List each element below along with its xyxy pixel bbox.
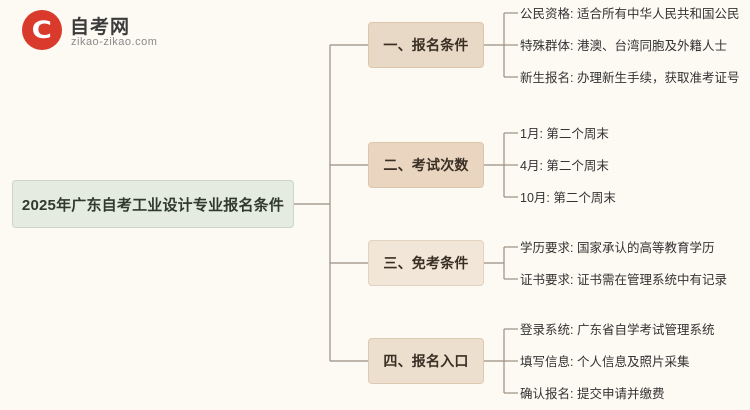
mindmap-root-node: 2025年广东自考工业设计专业报名条件	[12, 180, 294, 228]
logo-title: 自考网	[70, 17, 131, 38]
leaf-2-1: 1月: 第二个周末	[520, 127, 609, 141]
logo-subtitle: zikao-zikao.com	[71, 36, 158, 48]
leaf-4-2: 填写信息: 个人信息及照片采集	[520, 355, 690, 369]
branch-3-label: 三、免考条件	[383, 255, 469, 271]
branch-node-4: 四、报名入口	[368, 338, 484, 384]
leaf-1-3: 新生报名: 办理新生手续，获取准考证号	[520, 71, 740, 85]
leaf-2-2: 4月: 第二个周末	[520, 159, 609, 173]
leaf-3-1: 学历要求: 国家承认的高等教育学历	[520, 241, 715, 255]
leaf-4-1: 登录系统: 广东省自学考试管理系统	[520, 323, 715, 337]
root-label: 2025年广东自考工业设计专业报名条件	[21, 196, 285, 214]
leaf-1-1: 公民资格: 适合所有中华人民共和国公民	[520, 7, 740, 21]
leaf-4-3: 确认报名: 提交申请并缴费	[520, 387, 665, 401]
leaf-2-3: 10月: 第二个周末	[520, 191, 616, 205]
branch-node-3: 三、免考条件	[368, 240, 484, 286]
branch-node-2: 二、考试次数	[368, 142, 484, 188]
leaf-1-2: 特殊群体: 港澳、台湾同胞及外籍人士	[520, 39, 727, 53]
leaf-3-2: 证书要求: 证书需在管理系统中有记录	[520, 273, 727, 287]
site-logo[interactable]: C 自考网 zikao-zikao.com	[22, 8, 232, 56]
logo-glyph: C	[31, 16, 53, 44]
logo-circle-icon: C	[22, 10, 62, 50]
branch-4-label: 四、报名入口	[383, 353, 469, 369]
branch-2-label: 二、考试次数	[383, 157, 469, 173]
branch-node-1: 一、报名条件	[368, 22, 484, 68]
branch-1-label: 一、报名条件	[383, 37, 469, 53]
